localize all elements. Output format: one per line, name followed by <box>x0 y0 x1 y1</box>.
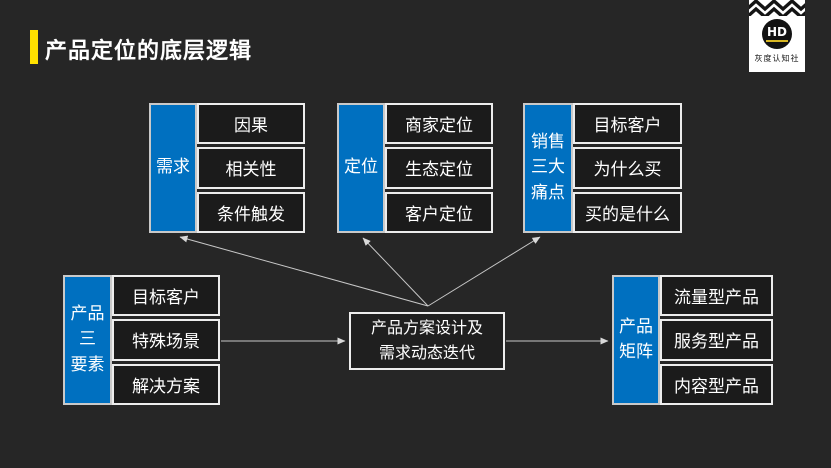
logo-circle-icon: HD <box>762 19 792 49</box>
group-demand-cell: 因果 <box>197 103 305 145</box>
group-demand-cell: 相关性 <box>197 147 305 189</box>
group-positioning-cell: 商家定位 <box>385 103 493 145</box>
group-sales-pain-cell: 买的是什么 <box>573 191 682 233</box>
group-product-matrix-cells: 流量型产品 服务型产品 内容型产品 <box>660 275 773 405</box>
group-positioning: 定位 商家定位 生态定位 客户定位 <box>337 103 493 233</box>
group-sales-pain-cell: 为什么买 <box>573 147 682 189</box>
group-demand-cells: 因果 相关性 条件触发 <box>197 103 305 233</box>
group-product-matrix: 产品 矩阵 流量型产品 服务型产品 内容型产品 <box>612 275 773 405</box>
center-node-line2: 需求动态迭代 <box>378 343 475 362</box>
zigzag-pattern-icon <box>749 0 805 16</box>
group-positioning-cells: 商家定位 生态定位 客户定位 <box>385 103 493 233</box>
group-positioning-header: 定位 <box>337 103 385 233</box>
center-node-line1: 产品方案设计及 <box>370 318 483 338</box>
center-node: 产品方案设计及 需求动态迭代 <box>349 312 505 370</box>
group-product-elements-cell: 目标客户 <box>112 275 220 317</box>
group-demand: 需求 因果 相关性 条件触发 <box>149 103 305 233</box>
group-product-elements-cells: 目标客户 特殊场景 解决方案 <box>112 275 220 405</box>
logo-name: 灰度认知社 <box>754 54 800 63</box>
group-positioning-cell: 客户定位 <box>385 191 493 233</box>
group-sales-pain-header: 销售 三大 痛点 <box>523 103 573 233</box>
group-sales-pain-cells: 目标客户 为什么买 买的是什么 <box>573 103 682 233</box>
logo-monogram: HD <box>765 26 788 42</box>
group-demand-cell: 条件触发 <box>197 191 305 233</box>
group-sales-pain-cell: 目标客户 <box>573 103 682 145</box>
group-product-matrix-cell: 内容型产品 <box>660 363 773 405</box>
group-demand-header: 需求 <box>149 103 197 233</box>
group-product-elements: 产品 三 要素 目标客户 特殊场景 解决方案 <box>63 275 220 405</box>
title-accent-bar <box>30 30 38 64</box>
group-product-matrix-cell: 服务型产品 <box>660 319 773 361</box>
group-product-matrix-cell: 流量型产品 <box>660 275 773 317</box>
brand-logo: HD 灰度认知社 <box>749 0 805 72</box>
group-sales-pain: 销售 三大 痛点 目标客户 为什么买 买的是什么 <box>523 103 682 233</box>
group-positioning-cell: 生态定位 <box>385 147 493 189</box>
group-product-elements-header: 产品 三 要素 <box>63 275 112 405</box>
group-product-elements-cell: 解决方案 <box>112 363 220 405</box>
page-title: 产品定位的底层逻辑 <box>45 39 253 64</box>
group-product-matrix-header: 产品 矩阵 <box>612 275 660 405</box>
group-product-elements-cell: 特殊场景 <box>112 319 220 361</box>
